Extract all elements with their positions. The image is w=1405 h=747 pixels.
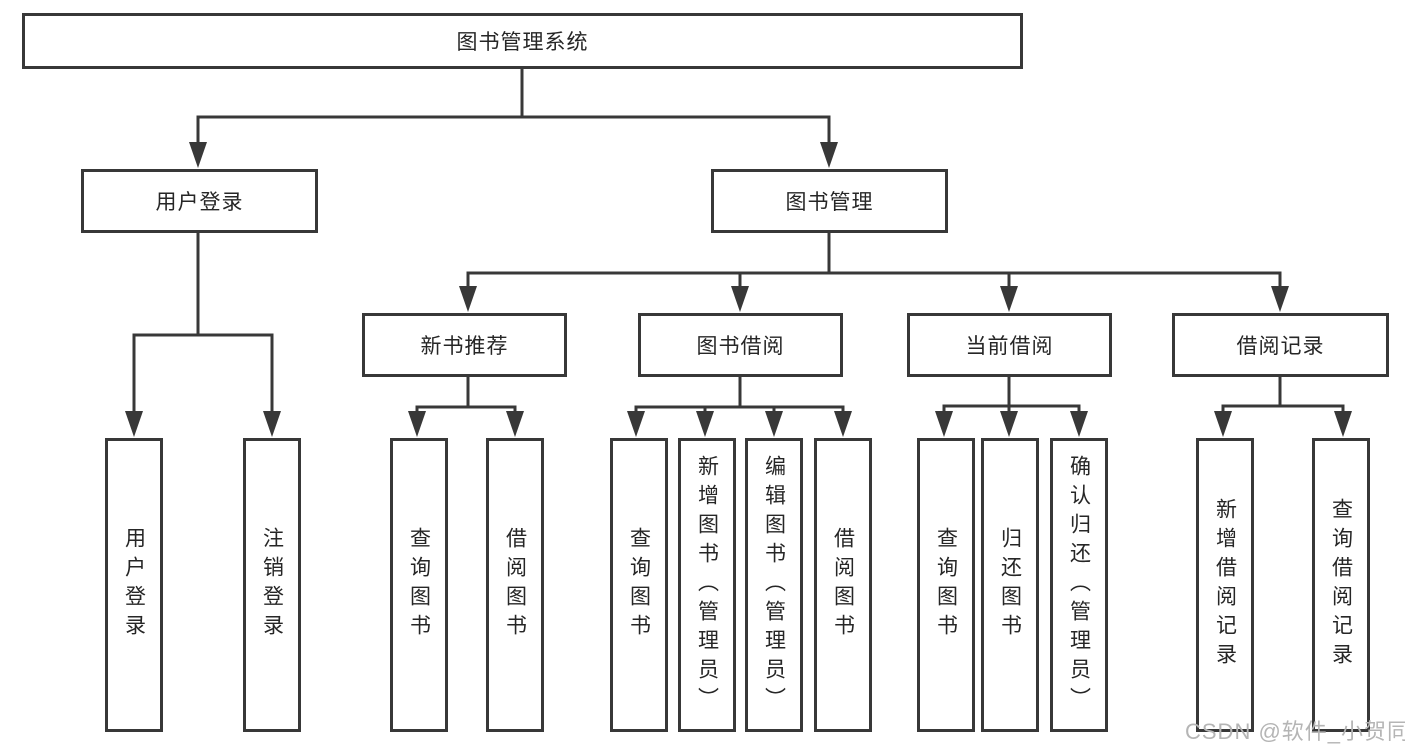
node-new-book-recommend: 新书推荐 (362, 313, 567, 377)
leaf-logout: 注销登录 (243, 438, 301, 732)
leaf-query-borrow-record-label: 查询借阅记录 (1329, 498, 1353, 672)
leaf-confirm-return-admin-label: 确认归还（管理员） (1067, 454, 1091, 716)
node-user-login-label: 用户登录 (155, 191, 244, 214)
node-root-label: 图书管理系统 (456, 31, 589, 54)
leaf-query-book-label: 查询图书 (934, 527, 958, 643)
node-book-borrowing-label: 图书借阅 (696, 335, 785, 358)
leaf-add-book-admin-label: 新增图书（管理员） (695, 454, 719, 716)
node-current-borrowing: 当前借阅 (907, 313, 1112, 377)
leaf-confirm-return-admin: 确认归还（管理员） (1050, 438, 1108, 732)
leaf-user-login-label: 用户登录 (122, 527, 146, 643)
node-user-login: 用户登录 (81, 169, 318, 233)
node-book-borrowing: 图书借阅 (638, 313, 843, 377)
node-borrowing-records: 借阅记录 (1172, 313, 1389, 377)
watermark-text: CSDN @软件_小贺同学 (1185, 719, 1405, 744)
node-root: 图书管理系统 (22, 13, 1023, 69)
node-borrowing-records-label: 借阅记录 (1236, 335, 1325, 358)
leaf-query-borrow-record: 查询借阅记录 (1312, 438, 1370, 732)
leaf-borrow-book-label: 借阅图书 (503, 527, 527, 643)
node-current-borrowing-label: 当前借阅 (965, 335, 1054, 358)
leaf-return-book: 归还图书 (981, 438, 1039, 732)
leaf-logout-label: 注销登录 (260, 527, 284, 643)
leaf-query-book: 查询图书 (610, 438, 668, 732)
arrowheads (125, 142, 1352, 437)
leaf-query-book: 查询图书 (917, 438, 975, 732)
leaf-borrow-book: 借阅图书 (814, 438, 872, 732)
leaf-return-book-label: 归还图书 (998, 527, 1022, 643)
leaf-query-book-label: 查询图书 (627, 527, 651, 643)
leaf-add-borrow-record: 新增借阅记录 (1196, 438, 1254, 732)
leaf-add-borrow-record-label: 新增借阅记录 (1213, 498, 1237, 672)
node-book-management: 图书管理 (711, 169, 948, 233)
leaf-borrow-book-label: 借阅图书 (831, 527, 855, 643)
leaf-borrow-book: 借阅图书 (486, 438, 544, 732)
leaf-query-book-label: 查询图书 (407, 527, 431, 643)
leaf-query-book: 查询图书 (390, 438, 448, 732)
leaf-user-login: 用户登录 (105, 438, 163, 732)
leaf-add-book-admin: 新增图书（管理员） (678, 438, 736, 732)
node-book-management-label: 图书管理 (785, 191, 874, 214)
leaf-edit-book-admin-label: 编辑图书（管理员） (762, 454, 786, 716)
leaf-edit-book-admin: 编辑图书（管理员） (745, 438, 803, 732)
node-new-book-recommend-label: 新书推荐 (420, 335, 509, 358)
